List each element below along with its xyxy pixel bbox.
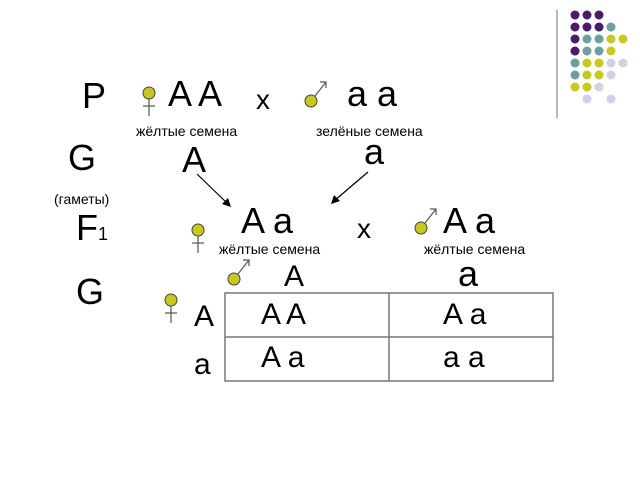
female-symbol-icon bbox=[191, 223, 205, 253]
f1-cross-sign: x bbox=[357, 213, 371, 244]
parents-row-label: P bbox=[82, 75, 107, 116]
decorative-dot-grid bbox=[570, 10, 628, 104]
f1-female-phenotype: жёлтые семена bbox=[219, 241, 321, 257]
gamete-arrow-right bbox=[331, 171, 369, 204]
punnett-row-header: A bbox=[194, 300, 215, 333]
gamete-arrow-left bbox=[196, 173, 231, 207]
female-gamete: A bbox=[182, 139, 207, 180]
punnett-row-header: a bbox=[194, 348, 211, 381]
f1-male-genotype: A a bbox=[443, 200, 496, 241]
parent-female-genotype: A A bbox=[168, 73, 223, 114]
punnett-cell: a a bbox=[443, 341, 485, 374]
male-symbol-icon bbox=[414, 208, 437, 235]
f1-letter: F bbox=[76, 207, 98, 248]
parent-female-phenotype: жёлтые семена bbox=[136, 123, 238, 139]
gametes-row-label: G bbox=[68, 137, 97, 178]
punnett-col-header: A bbox=[284, 260, 305, 293]
male-symbol-icon bbox=[227, 259, 250, 286]
gametes-note: (гаметы) bbox=[54, 191, 110, 207]
punnett-cell: A a bbox=[261, 341, 305, 374]
parent-male-genotype: a a bbox=[347, 73, 398, 114]
parent-male-phenotype: зелёные семена bbox=[316, 123, 423, 139]
f1-row-label: F1 bbox=[76, 210, 108, 246]
punnett-row-label: G bbox=[76, 271, 105, 312]
punnett-cell: A A bbox=[261, 298, 307, 331]
male-symbol-icon bbox=[304, 81, 327, 108]
f1-female-genotype: A a bbox=[241, 200, 294, 241]
male-gamete: a bbox=[364, 131, 385, 172]
female-symbol-icon bbox=[142, 86, 156, 116]
f1-subscript: 1 bbox=[98, 224, 109, 244]
punnett-grid bbox=[224, 292, 554, 382]
f1-male-phenotype: жёлтые семена bbox=[424, 241, 526, 257]
female-symbol-icon bbox=[164, 293, 178, 323]
parents-cross-sign: x bbox=[256, 84, 270, 115]
punnett-cell: A a bbox=[443, 298, 487, 331]
punnett-col-header: a bbox=[458, 253, 479, 294]
